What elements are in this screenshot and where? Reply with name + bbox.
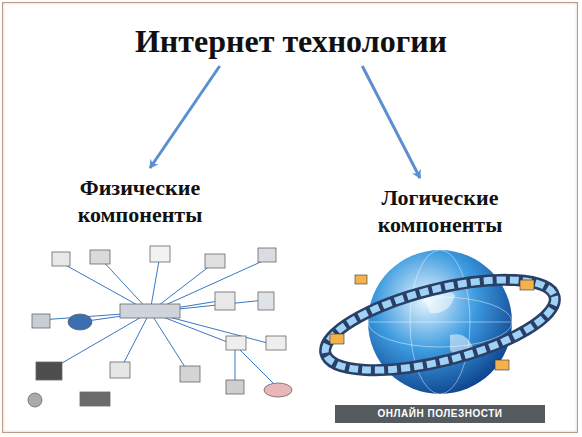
arrow-connector bbox=[150, 66, 220, 168]
watermark-label: ОНЛАЙН ПОЛЕЗНОСТИ bbox=[335, 405, 545, 423]
node-text: Интернет технологии bbox=[135, 22, 447, 60]
heading-box: Логические компоненты bbox=[351, 182, 529, 240]
node-text: Физические компоненты bbox=[55, 174, 225, 228]
arrow-connector bbox=[362, 66, 420, 178]
heading-box: Физические компоненты bbox=[51, 172, 229, 230]
title-text-box: Интернет технологии bbox=[129, 20, 453, 62]
node-text: Логические компоненты bbox=[355, 184, 525, 238]
